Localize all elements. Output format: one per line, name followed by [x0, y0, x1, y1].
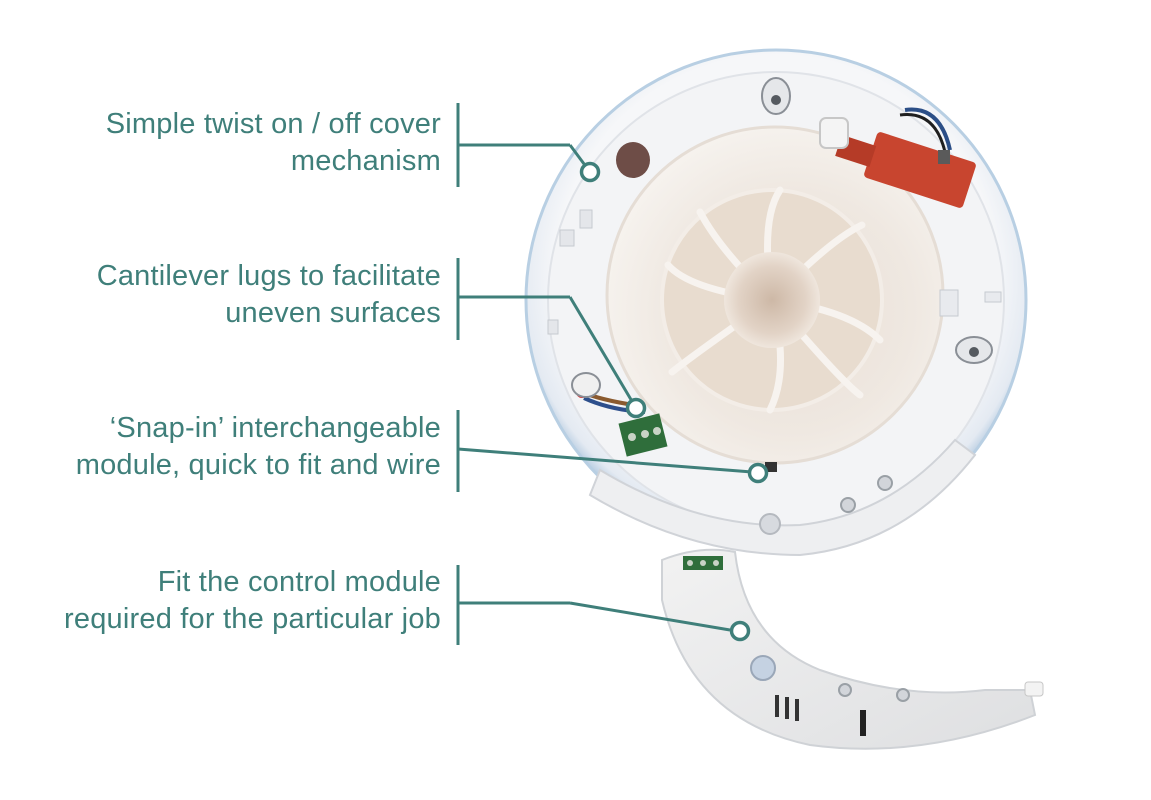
- callout-2-line2: uneven surfaces: [225, 297, 441, 329]
- callout-control-module: Fit the control module required for the …: [64, 564, 441, 638]
- impeller-hub: [724, 252, 820, 348]
- callout-4-line2: required for the particular job: [64, 603, 441, 635]
- red-switch: [819, 107, 976, 208]
- callout-cover-mechanism: Simple twist on / off cover mechanism: [106, 106, 441, 180]
- callout-1-line1: Simple twist on / off cover: [105, 108, 441, 140]
- cover-hole: [616, 142, 650, 178]
- callout-3-line2: module, quick to fit and wire: [75, 449, 441, 481]
- callout-snap-in-module: ‘Snap-in’ interchangeable module, quick …: [76, 410, 441, 484]
- control-module: [661, 548, 1044, 750]
- callout-1-line2: mechanism: [290, 145, 441, 177]
- callout-2-line1: Cantilever lugs to facilitate: [96, 260, 441, 292]
- callout-ring-marker: [579, 161, 769, 642]
- installed-module: [588, 438, 977, 557]
- callout-4-line1: Fit the control module: [157, 566, 441, 598]
- callout-cantilever-lugs: Cantilever lugs to facilitate uneven sur…: [97, 258, 441, 332]
- callout-3-line1: ‘Snap-in’ interchangeable: [109, 412, 441, 444]
